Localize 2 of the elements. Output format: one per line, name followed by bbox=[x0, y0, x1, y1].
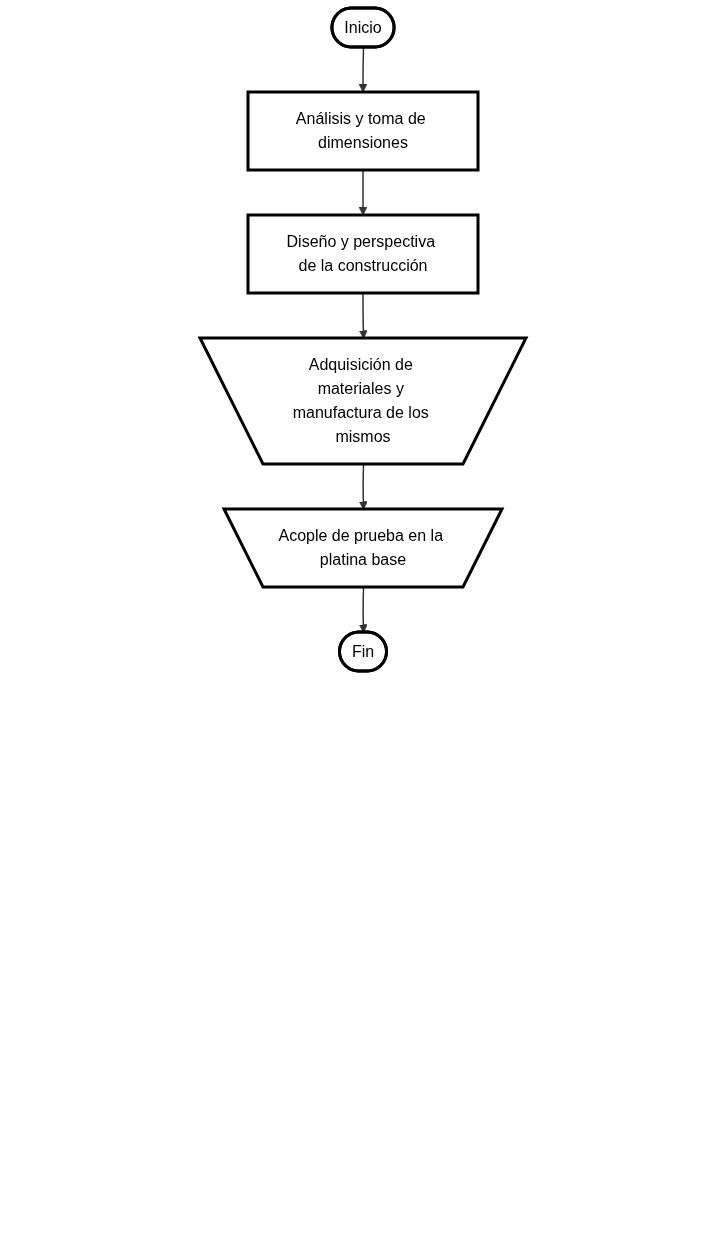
node-box: Análisis y toma de dimensiones bbox=[246, 90, 480, 172]
node-box: Diseño y perspectiva de la construcción bbox=[246, 213, 480, 295]
